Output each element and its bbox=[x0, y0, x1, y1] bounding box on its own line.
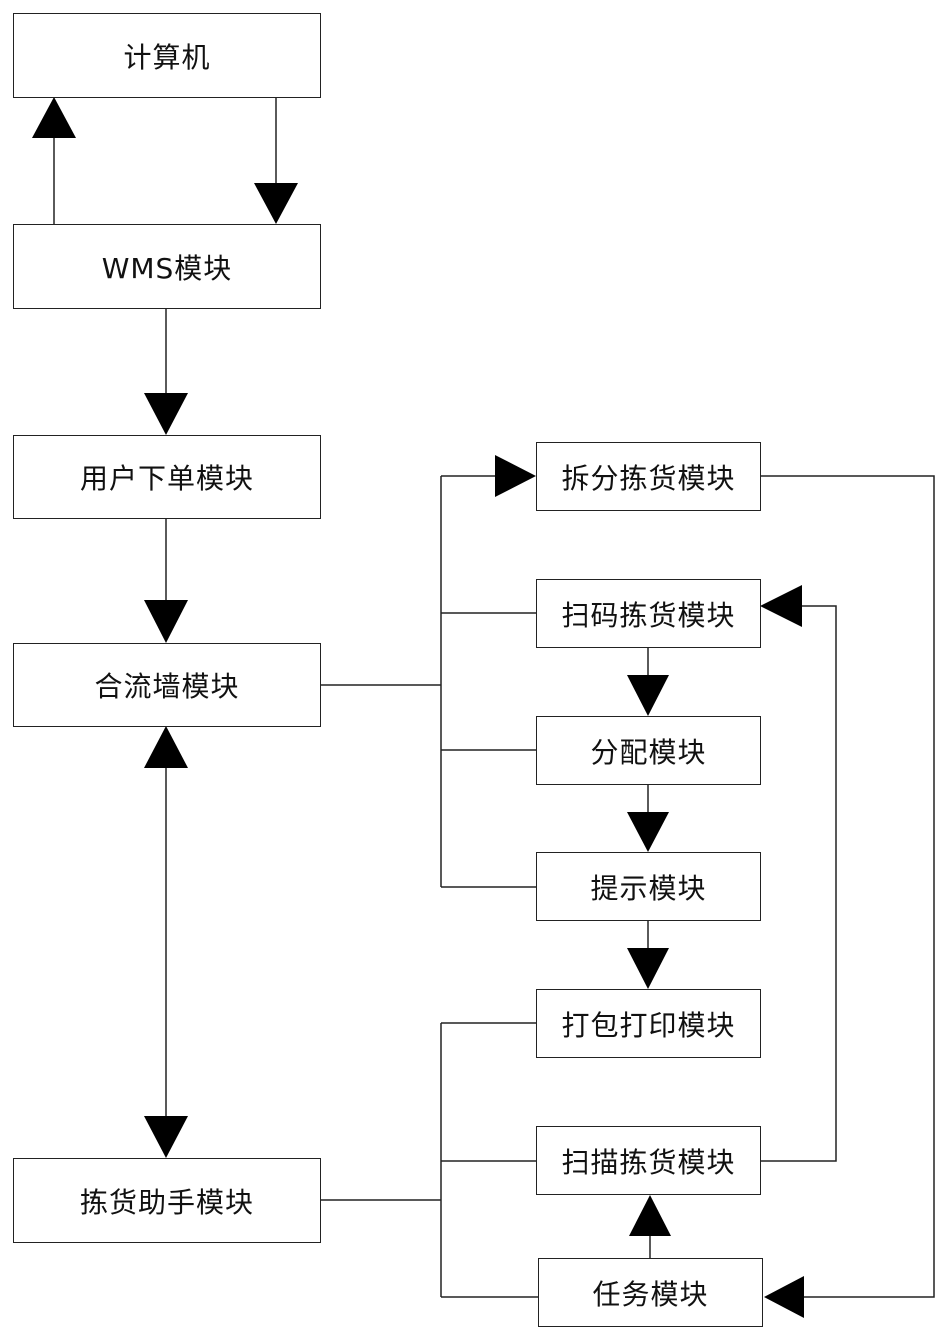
node-computer: 计算机 bbox=[13, 13, 321, 98]
edge-scan-picking-to-scan-code-loop bbox=[760, 605, 837, 1162]
arrowhead-down-merge-wall bbox=[144, 600, 188, 643]
arrowhead-down-pack-print bbox=[627, 948, 669, 989]
node-merge-wall-label: 合流墙模块 bbox=[94, 670, 240, 703]
arrowhead-up-computer bbox=[32, 97, 76, 138]
node-user-order-label: 用户下单模块 bbox=[79, 462, 254, 495]
node-split-picking: 拆分拣货模块 bbox=[536, 442, 761, 511]
node-computer-label: 计算机 bbox=[123, 40, 211, 74]
arrowhead-up-scan-picking bbox=[629, 1195, 671, 1236]
arrowhead-down-wms bbox=[254, 183, 298, 224]
edge-split-picking-to-task-loop bbox=[760, 475, 935, 1298]
node-wms: WMS模块 bbox=[13, 224, 321, 309]
node-prompt-label: 提示模块 bbox=[590, 871, 707, 905]
node-user-order: 用户下单模块 bbox=[13, 435, 321, 519]
node-task: 任务模块 bbox=[538, 1258, 763, 1327]
arrowhead-down-picking-assistant bbox=[144, 1116, 188, 1158]
node-pack-print-label: 打包打印模块 bbox=[561, 1008, 736, 1042]
node-scan-picking-label: 扫描拣货模块 bbox=[561, 1145, 736, 1179]
node-prompt: 提示模块 bbox=[536, 852, 761, 921]
node-allocation: 分配模块 bbox=[536, 716, 761, 785]
node-picking-assistant: 拣货助手模块 bbox=[13, 1158, 321, 1243]
node-scan-code-picking-label: 扫码拣货模块 bbox=[561, 598, 736, 632]
arrowhead-down-allocation bbox=[627, 675, 669, 716]
node-task-label: 任务模块 bbox=[592, 1277, 709, 1311]
node-scan-picking: 扫描拣货模块 bbox=[536, 1126, 761, 1195]
node-picking-assistant-label: 拣货助手模块 bbox=[79, 1185, 254, 1219]
node-allocation-label: 分配模块 bbox=[590, 735, 707, 769]
arrowhead-down-user-order bbox=[144, 393, 188, 435]
node-scan-code-picking: 扫码拣货模块 bbox=[536, 579, 761, 648]
arrowhead-up-merge-wall bbox=[144, 726, 188, 768]
node-split-picking-label: 拆分拣货模块 bbox=[561, 461, 736, 495]
arrowhead-left-task bbox=[764, 1276, 804, 1318]
node-pack-print: 打包打印模块 bbox=[536, 989, 761, 1058]
arrowhead-right-split-picking bbox=[495, 455, 536, 497]
node-merge-wall: 合流墙模块 bbox=[13, 643, 321, 727]
arrowhead-down-prompt bbox=[627, 812, 669, 852]
arrowhead-left-scan-code-picking bbox=[760, 585, 802, 627]
node-wms-label: WMS模块 bbox=[101, 251, 233, 285]
